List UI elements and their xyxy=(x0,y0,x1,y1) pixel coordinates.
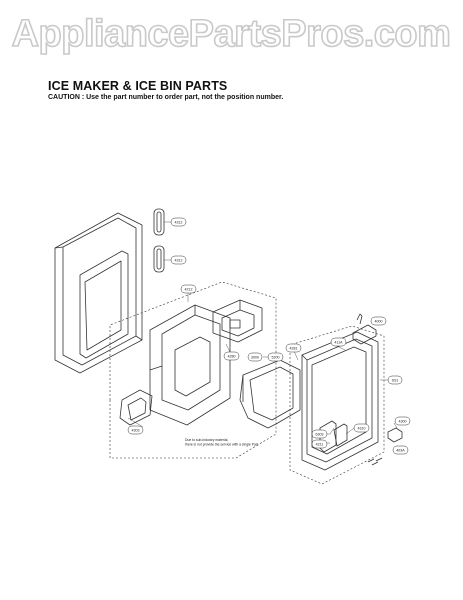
svg-text:there is not provide the servi: there is not provide the service with a … xyxy=(185,443,259,447)
svg-text:5200: 5200 xyxy=(272,356,280,360)
callout-4211: 4211 xyxy=(311,439,328,449)
callout-4281: 4281 xyxy=(285,343,302,353)
door-liner-frame xyxy=(54,212,143,374)
callout-4212: 4212 xyxy=(180,284,197,294)
callout-SS1: SS1 xyxy=(387,375,403,385)
callout-4312-lower: 4312 xyxy=(170,255,187,265)
callout-3000: 3000 xyxy=(247,352,263,362)
callout-4300: 4300 xyxy=(394,416,411,426)
svg-text:4211: 4211 xyxy=(316,443,324,447)
svg-text:4000: 4000 xyxy=(375,320,383,324)
bracket-part xyxy=(119,389,153,426)
door-boundary xyxy=(289,325,385,485)
svg-text:3000: 3000 xyxy=(251,356,259,360)
svg-text:4300: 4300 xyxy=(399,420,407,424)
callout-4312-upper: 4312 xyxy=(170,217,187,227)
svg-text:411A: 411A xyxy=(334,341,343,345)
service-note: Due to sub-industry material, there is n… xyxy=(185,438,259,447)
svg-text:6303: 6303 xyxy=(316,433,324,437)
svg-text:4312: 4312 xyxy=(175,259,183,263)
callout-411A: 411A xyxy=(330,337,347,347)
svg-text:Due to sub-industry material,: Due to sub-industry material, xyxy=(185,438,228,442)
callout-403A: 403A xyxy=(392,445,409,455)
hinge-bottom xyxy=(387,427,403,443)
callout-4000: 4000 xyxy=(370,316,387,326)
callout-5200: 5200 xyxy=(267,352,284,362)
ice-bin xyxy=(239,359,301,429)
callout-4310: 4310 xyxy=(353,423,370,433)
ice-compartment-door xyxy=(301,331,379,471)
callout-4280: 4280 xyxy=(223,351,240,361)
svg-text:4212: 4212 xyxy=(185,288,193,292)
watermark-text: AppliancePartsPros.com xyxy=(12,13,451,55)
svg-text:4312: 4312 xyxy=(175,221,183,225)
svg-text:4281: 4281 xyxy=(290,347,298,351)
ice-maker-housing xyxy=(149,304,231,426)
watermark-logo: AppliancePartsPros.com xyxy=(11,12,452,56)
clip-upper xyxy=(153,208,165,236)
ice-maker-motor xyxy=(212,299,263,343)
svg-text:403A: 403A xyxy=(396,449,405,453)
svg-text:4280: 4280 xyxy=(228,355,236,359)
caution-note: CAUTION : Use the part number to order p… xyxy=(48,94,284,101)
hinge-top xyxy=(352,313,377,345)
callout-6303: 6303 xyxy=(311,429,328,439)
leader-lines xyxy=(127,221,401,451)
svg-text:4310: 4310 xyxy=(358,427,366,431)
clip-lower xyxy=(153,245,165,273)
screws xyxy=(367,457,383,466)
svg-text:4303: 4303 xyxy=(132,429,140,433)
callout-4303: 4303 xyxy=(127,425,144,435)
svg-text:SS1: SS1 xyxy=(392,379,399,383)
page-title: ICE MAKER & ICE BIN PARTS xyxy=(48,79,228,93)
